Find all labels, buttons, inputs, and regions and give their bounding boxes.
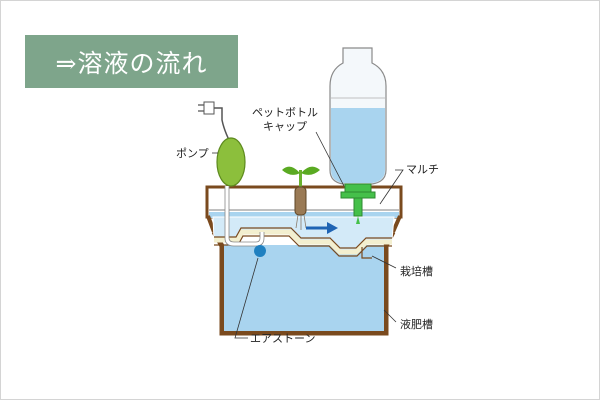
leader-mulch <box>379 169 404 205</box>
leader-cultivation-tank <box>371 255 397 269</box>
plant-sponge <box>294 186 307 216</box>
cap-drip <box>356 216 360 224</box>
cultivation-channel-outline <box>214 227 392 249</box>
pump-tube-outline <box>224 186 265 247</box>
plant-roots <box>295 214 307 230</box>
bottle-cap-rim <box>340 191 376 199</box>
label-mulch: マルチ <box>406 163 439 176</box>
cultivation-channel-edge <box>214 229 392 255</box>
label-cultivation-tank: 栽培槽 <box>400 264 433 278</box>
leader-nutrient-tank <box>383 309 397 323</box>
cultivation-tank-lower-wall <box>206 215 402 233</box>
nutrient-solution <box>224 245 384 331</box>
plant-leaf-right <box>301 166 320 175</box>
label-bottle-cap-line1: ペットボトル <box>252 106 318 119</box>
bottle-cap-nozzle <box>353 197 363 217</box>
plug-prongs <box>198 104 204 112</box>
diagram-title: ⇒溶液の流れ <box>25 35 238 88</box>
power-plug <box>203 101 215 115</box>
drain-pipe <box>361 247 372 259</box>
label-pump: ポンプ <box>176 147 209 160</box>
bottle-water <box>331 108 385 183</box>
plant-leaf-left <box>282 166 300 175</box>
pump-body <box>216 137 246 187</box>
plant-stem <box>299 170 302 188</box>
flow-arrow-head <box>327 222 338 234</box>
label-bottle-cap-line2: キャップ <box>263 120 307 133</box>
leader-bottle-cap <box>315 131 345 187</box>
pump-tube <box>225 186 264 246</box>
label-air-stone: エアストーン <box>250 332 315 345</box>
air-stone <box>254 245 266 257</box>
pump-cable <box>212 107 231 143</box>
label-nutrient-tank: 液肥槽 <box>400 317 433 331</box>
leader-air-stone <box>234 257 259 339</box>
